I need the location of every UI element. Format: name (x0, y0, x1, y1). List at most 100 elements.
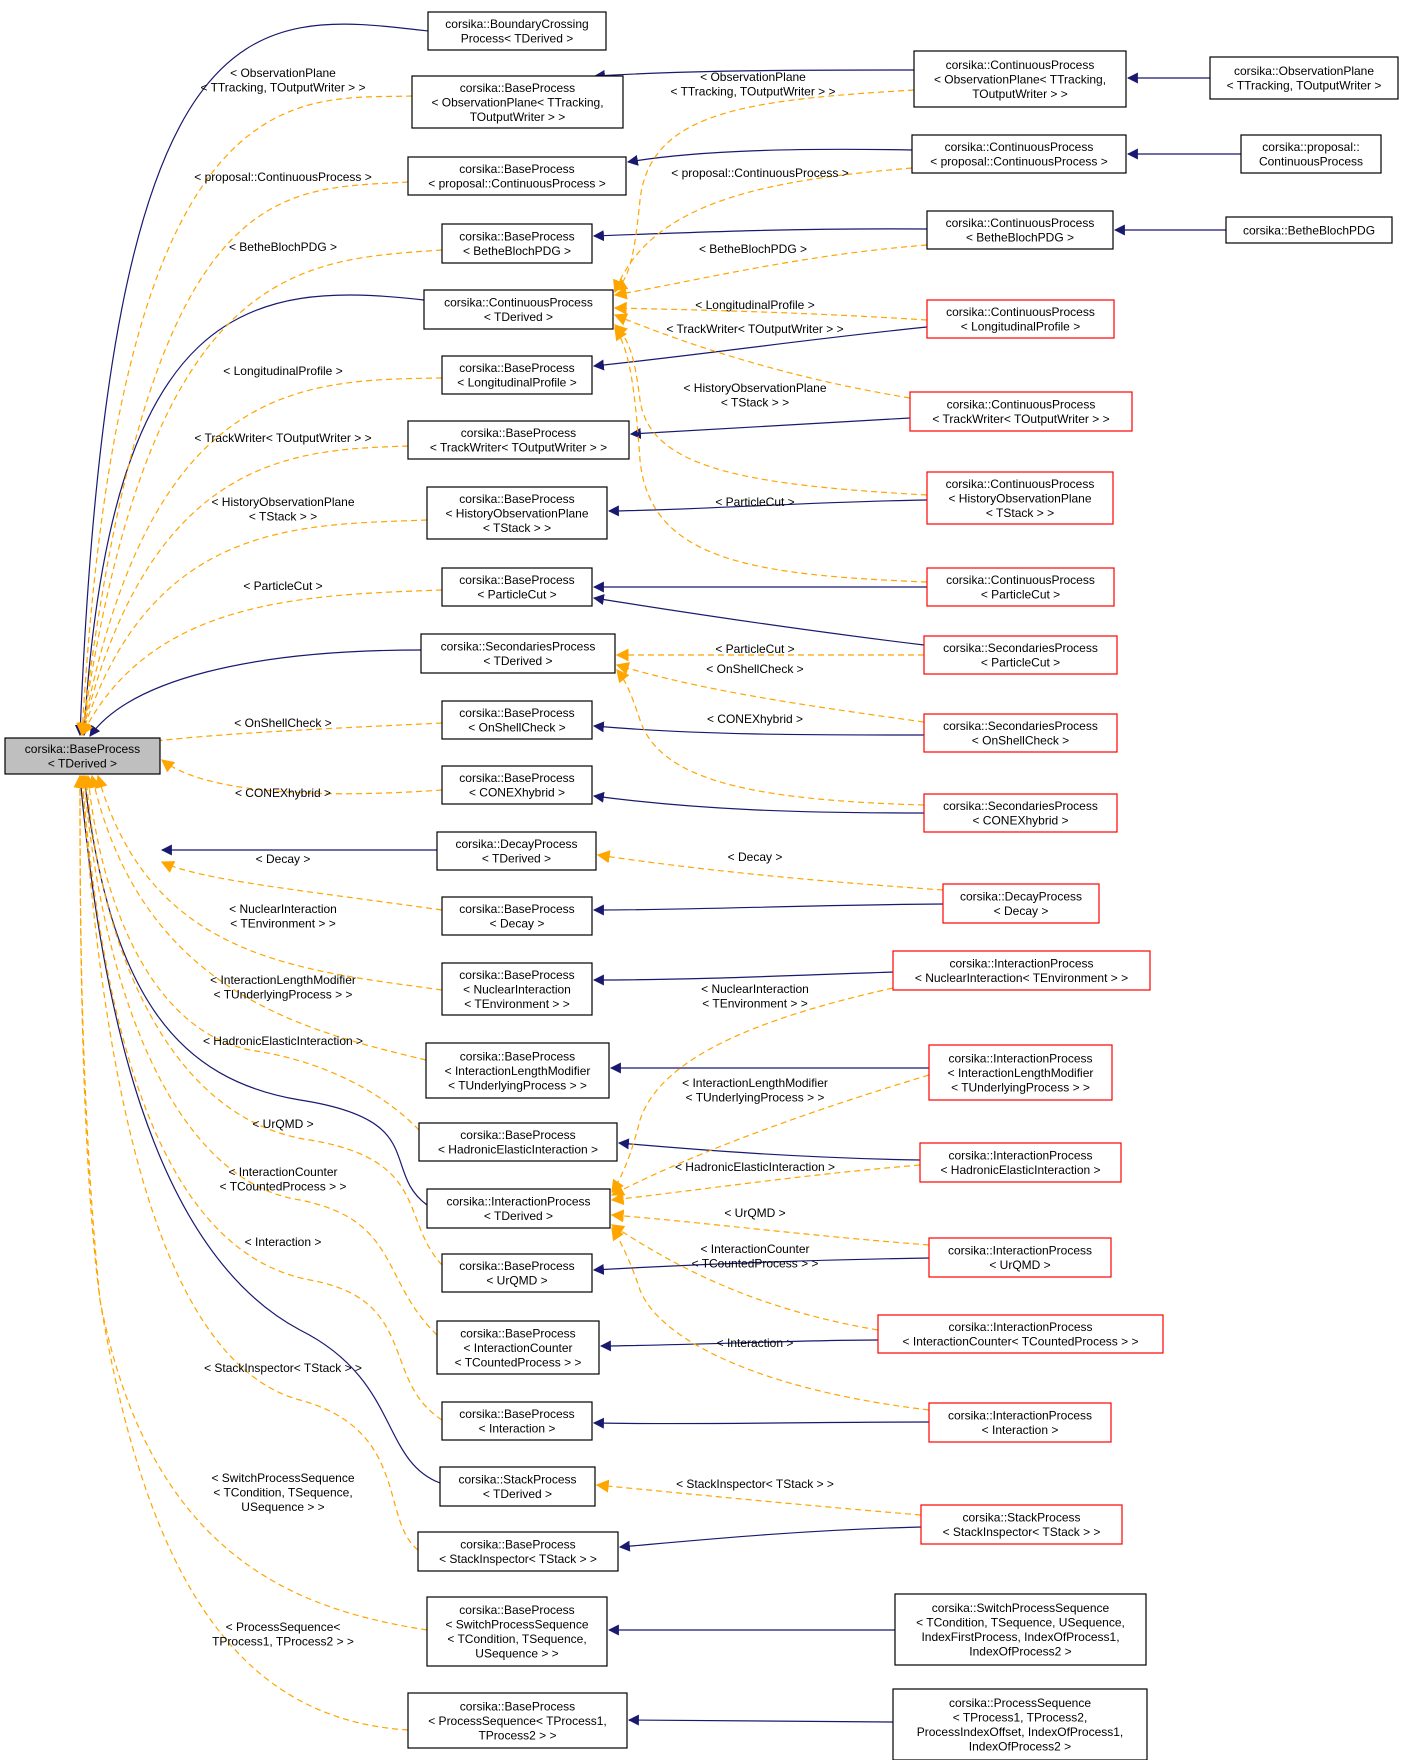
node-label-line: < TStack > > (986, 506, 1054, 520)
node-decay-decay[interactable]: corsika::DecayProcess< Decay > (942, 883, 1100, 924)
node-base-conex[interactable]: corsika::BaseProcess< CONEXhybrid > (441, 765, 593, 805)
node-base-intcounter[interactable]: corsika::BaseProcess< InteractionCounter… (436, 1320, 600, 1375)
node-box (919, 1142, 1122, 1183)
node-label-line: corsika::SecondariesProcess (943, 641, 1098, 655)
node-cont-proposal[interactable]: corsika::ContinuousProcess< proposal::Co… (911, 134, 1127, 174)
node-base-obs-plane[interactable]: corsika::BaseProcess< ObservationPlane< … (411, 75, 624, 129)
edge-d-hadronic-root (82, 774, 420, 1131)
edge-d-conttrack-conttd (613, 313, 911, 399)
node-label-line: corsika::DecayProcess (455, 837, 577, 851)
node-cont-bethe[interactable]: corsika::ContinuousProcess< BetheBlochPD… (926, 210, 1114, 250)
node-sec-onshell[interactable]: corsika::SecondariesProcess< OnShellChec… (923, 713, 1118, 753)
node-cont-particlecut[interactable]: corsika::ContinuousProcess< ParticleCut … (926, 567, 1115, 607)
node-base-switch[interactable]: corsika::BaseProcess< SwitchProcessSeque… (426, 1596, 608, 1667)
node-base-longprof[interactable]: corsika::BaseProcess< LongitudinalProfil… (441, 355, 593, 395)
node-int-tderived[interactable]: corsika::InteractionProcess< TDerived > (426, 1188, 611, 1229)
node-cont-longprof[interactable]: corsika::ContinuousProcess< Longitudinal… (926, 299, 1115, 339)
node-cont-tderived[interactable]: corsika::ContinuousProcess< TDerived > (423, 289, 614, 330)
node-decay-tderived[interactable]: corsika::DecayProcess< TDerived > (436, 831, 597, 871)
node-label-line: < BetheBlochPDG > (966, 231, 1074, 245)
edge-intcount-baseintcount (599, 1339, 879, 1352)
edge-label-l-conex-left: < CONEXhybrid > (235, 786, 331, 800)
edge-label-l-decay-left: < Decay > (256, 852, 311, 866)
edge-label-l-intlen-left: < InteractionLengthModifier (210, 973, 356, 987)
node-label-line: < OnShellCheck > (468, 721, 565, 735)
node-label-line: TOutputWriter > > (972, 87, 1068, 101)
edge-stacktd-to-root (75, 774, 441, 1484)
node-int-urqmd[interactable]: corsika::InteractionProcess< UrQMD > (928, 1237, 1112, 1278)
node-label-line: USequence > > (475, 1647, 558, 1661)
node-int-interaction[interactable]: corsika::InteractionProcess< Interaction… (928, 1402, 1112, 1443)
node-stack-tderived[interactable]: corsika::StackProcess< TDerived > (439, 1466, 596, 1507)
node-box (4, 737, 161, 775)
node-box (909, 391, 1133, 432)
node-base-histobs[interactable]: corsika::BaseProcess< HistoryObservation… (426, 486, 608, 540)
node-label-line: corsika::BaseProcess (460, 81, 575, 95)
node-base-nuclear[interactable]: corsika::BaseProcess< NuclearInteraction… (441, 962, 593, 1016)
edge-label-l-intlen-right: < TUnderlyingProcess > > (686, 1091, 825, 1105)
node-stack-inspector[interactable]: corsika::StackProcess< StackInspector< T… (920, 1504, 1123, 1545)
node-label-line: corsika::BaseProcess (460, 1049, 575, 1063)
node-label-line: < ObservationPlane< TTracking, (934, 72, 1106, 86)
edge-conthist-basehist (607, 499, 928, 517)
node-base-proposal[interactable]: corsika::BaseProcess< proposal::Continuo… (407, 156, 627, 196)
node-label-line: < TUnderlyingProcess > > (448, 1078, 587, 1092)
node-box (418, 1122, 618, 1162)
node-int-nuclear[interactable]: corsika::InteractionProcess< NuclearInte… (892, 950, 1151, 991)
node-proc-seq[interactable]: corsika::ProcessSequence< TProcess1, TPr… (892, 1688, 1148, 1760)
node-obs-plane[interactable]: corsika::ObservationPlane< TTracking, TO… (1209, 56, 1399, 100)
node-base-hadronic[interactable]: corsika::BaseProcess< HadronicElasticInt… (418, 1122, 618, 1162)
node-base-intlen[interactable]: corsika::BaseProcess< InteractionLengthM… (425, 1042, 610, 1099)
node-cont-histobs[interactable]: corsika::ContinuousProcess< HistoryObser… (926, 471, 1114, 525)
node-base-bethe[interactable]: corsika::BaseProcess< BetheBlochPDG > (441, 223, 593, 264)
edge-label-l-procseq-left: TProcess1, TProcess2 > > (212, 1635, 354, 1649)
node-label-line: < InteractionLengthModifier (445, 1064, 591, 1078)
edge-label-l-obs-left: < ObservationPlane (230, 66, 336, 80)
node-baseprocess-tderived-root[interactable]: corsika::BaseProcess< TDerived > (4, 737, 161, 775)
node-cont-trackwriter[interactable]: corsika::ContinuousProcess< TrackWriter<… (909, 391, 1133, 432)
node-base-onshell[interactable]: corsika::BaseProcess< OnShellCheck > (441, 700, 593, 740)
edge-inthad-basehad (617, 1138, 921, 1161)
edge-stackinsp-basestack (618, 1526, 922, 1552)
node-int-intlen[interactable]: corsika::InteractionProcess< Interaction… (928, 1044, 1113, 1101)
node-sec-tderived[interactable]: corsika::SecondariesProcess< TDerived > (420, 633, 616, 674)
node-label-line: corsika::BaseProcess (460, 1538, 575, 1552)
node-label-line: < TCondition, TSequence, (447, 1632, 586, 1646)
node-label-line: corsika::BaseProcess (25, 742, 140, 756)
edge-label-l-switch-left: USequence > > (241, 1500, 324, 1514)
node-int-intcounter[interactable]: corsika::InteractionProcess< Interaction… (877, 1314, 1164, 1354)
node-base-procseq[interactable]: corsika::BaseProcess< ProcessSequence< T… (407, 1692, 628, 1749)
node-cont-obs-plane[interactable]: corsika::ContinuousProcess< ObservationP… (913, 50, 1127, 108)
node-base-interaction[interactable]: corsika::BaseProcess< Interaction > (441, 1401, 593, 1441)
edge-labels-layer: < ObservationPlane< TTracking, TOutputWr… (194, 66, 848, 1649)
node-proposal-cont[interactable]: corsika::proposal::ContinuousProcess (1240, 134, 1382, 174)
edge-sectd-to-root (89, 649, 422, 737)
edge-d-urqmd-root (80, 774, 443, 1266)
edge-label-l-urqmd-left: < UrQMD > (252, 1117, 313, 1131)
edge-label-l-intlen-right: < InteractionLengthModifier (682, 1076, 828, 1090)
node-sec-conex[interactable]: corsika::SecondariesProcess< CONEXhybrid… (923, 793, 1118, 833)
edge-label-l-bethe-left: < BetheBlochPDG > (229, 240, 337, 254)
node-base-stackinsp[interactable]: corsika::BaseProcess< StackInspector< TS… (417, 1531, 619, 1572)
node-base-trackwriter[interactable]: corsika::BaseProcess< TrackWriter< TOutp… (407, 420, 630, 460)
node-base-particlecut[interactable]: corsika::BaseProcess< ParticleCut > (441, 567, 593, 607)
edge-d-intnuc-inttd (611, 987, 894, 1194)
node-label-line: corsika::BaseProcess (459, 230, 574, 244)
node-base-urqmd[interactable]: corsika::BaseProcess< UrQMD > (441, 1253, 593, 1293)
node-box (923, 793, 1118, 833)
edge-label-l-nuclear-left: < NuclearInteraction (229, 902, 337, 916)
node-label-line: < HistoryObservationPlane (948, 491, 1091, 505)
node-base-decay[interactable]: corsika::BaseProcess< Decay > (441, 896, 593, 936)
node-box (411, 75, 624, 129)
node-box (417, 1531, 619, 1572)
node-label-line: < NuclearInteraction (463, 982, 571, 996)
edge-d-secconex-sectd (616, 668, 925, 806)
node-label-line: < TCountedProcess > > (455, 1355, 582, 1369)
node-int-hadronic[interactable]: corsika::InteractionProcess< HadronicEla… (919, 1142, 1122, 1183)
node-sec-particlecut[interactable]: corsika::SecondariesProcess< ParticleCut… (923, 635, 1118, 675)
node-box (441, 567, 593, 607)
node-bethe[interactable]: corsika::BetheBlochPDG (1225, 216, 1393, 244)
edge-d-inthad-inttd (610, 1164, 921, 1206)
node-switch-seq[interactable]: corsika::SwitchProcessSequence< TConditi… (894, 1593, 1147, 1666)
